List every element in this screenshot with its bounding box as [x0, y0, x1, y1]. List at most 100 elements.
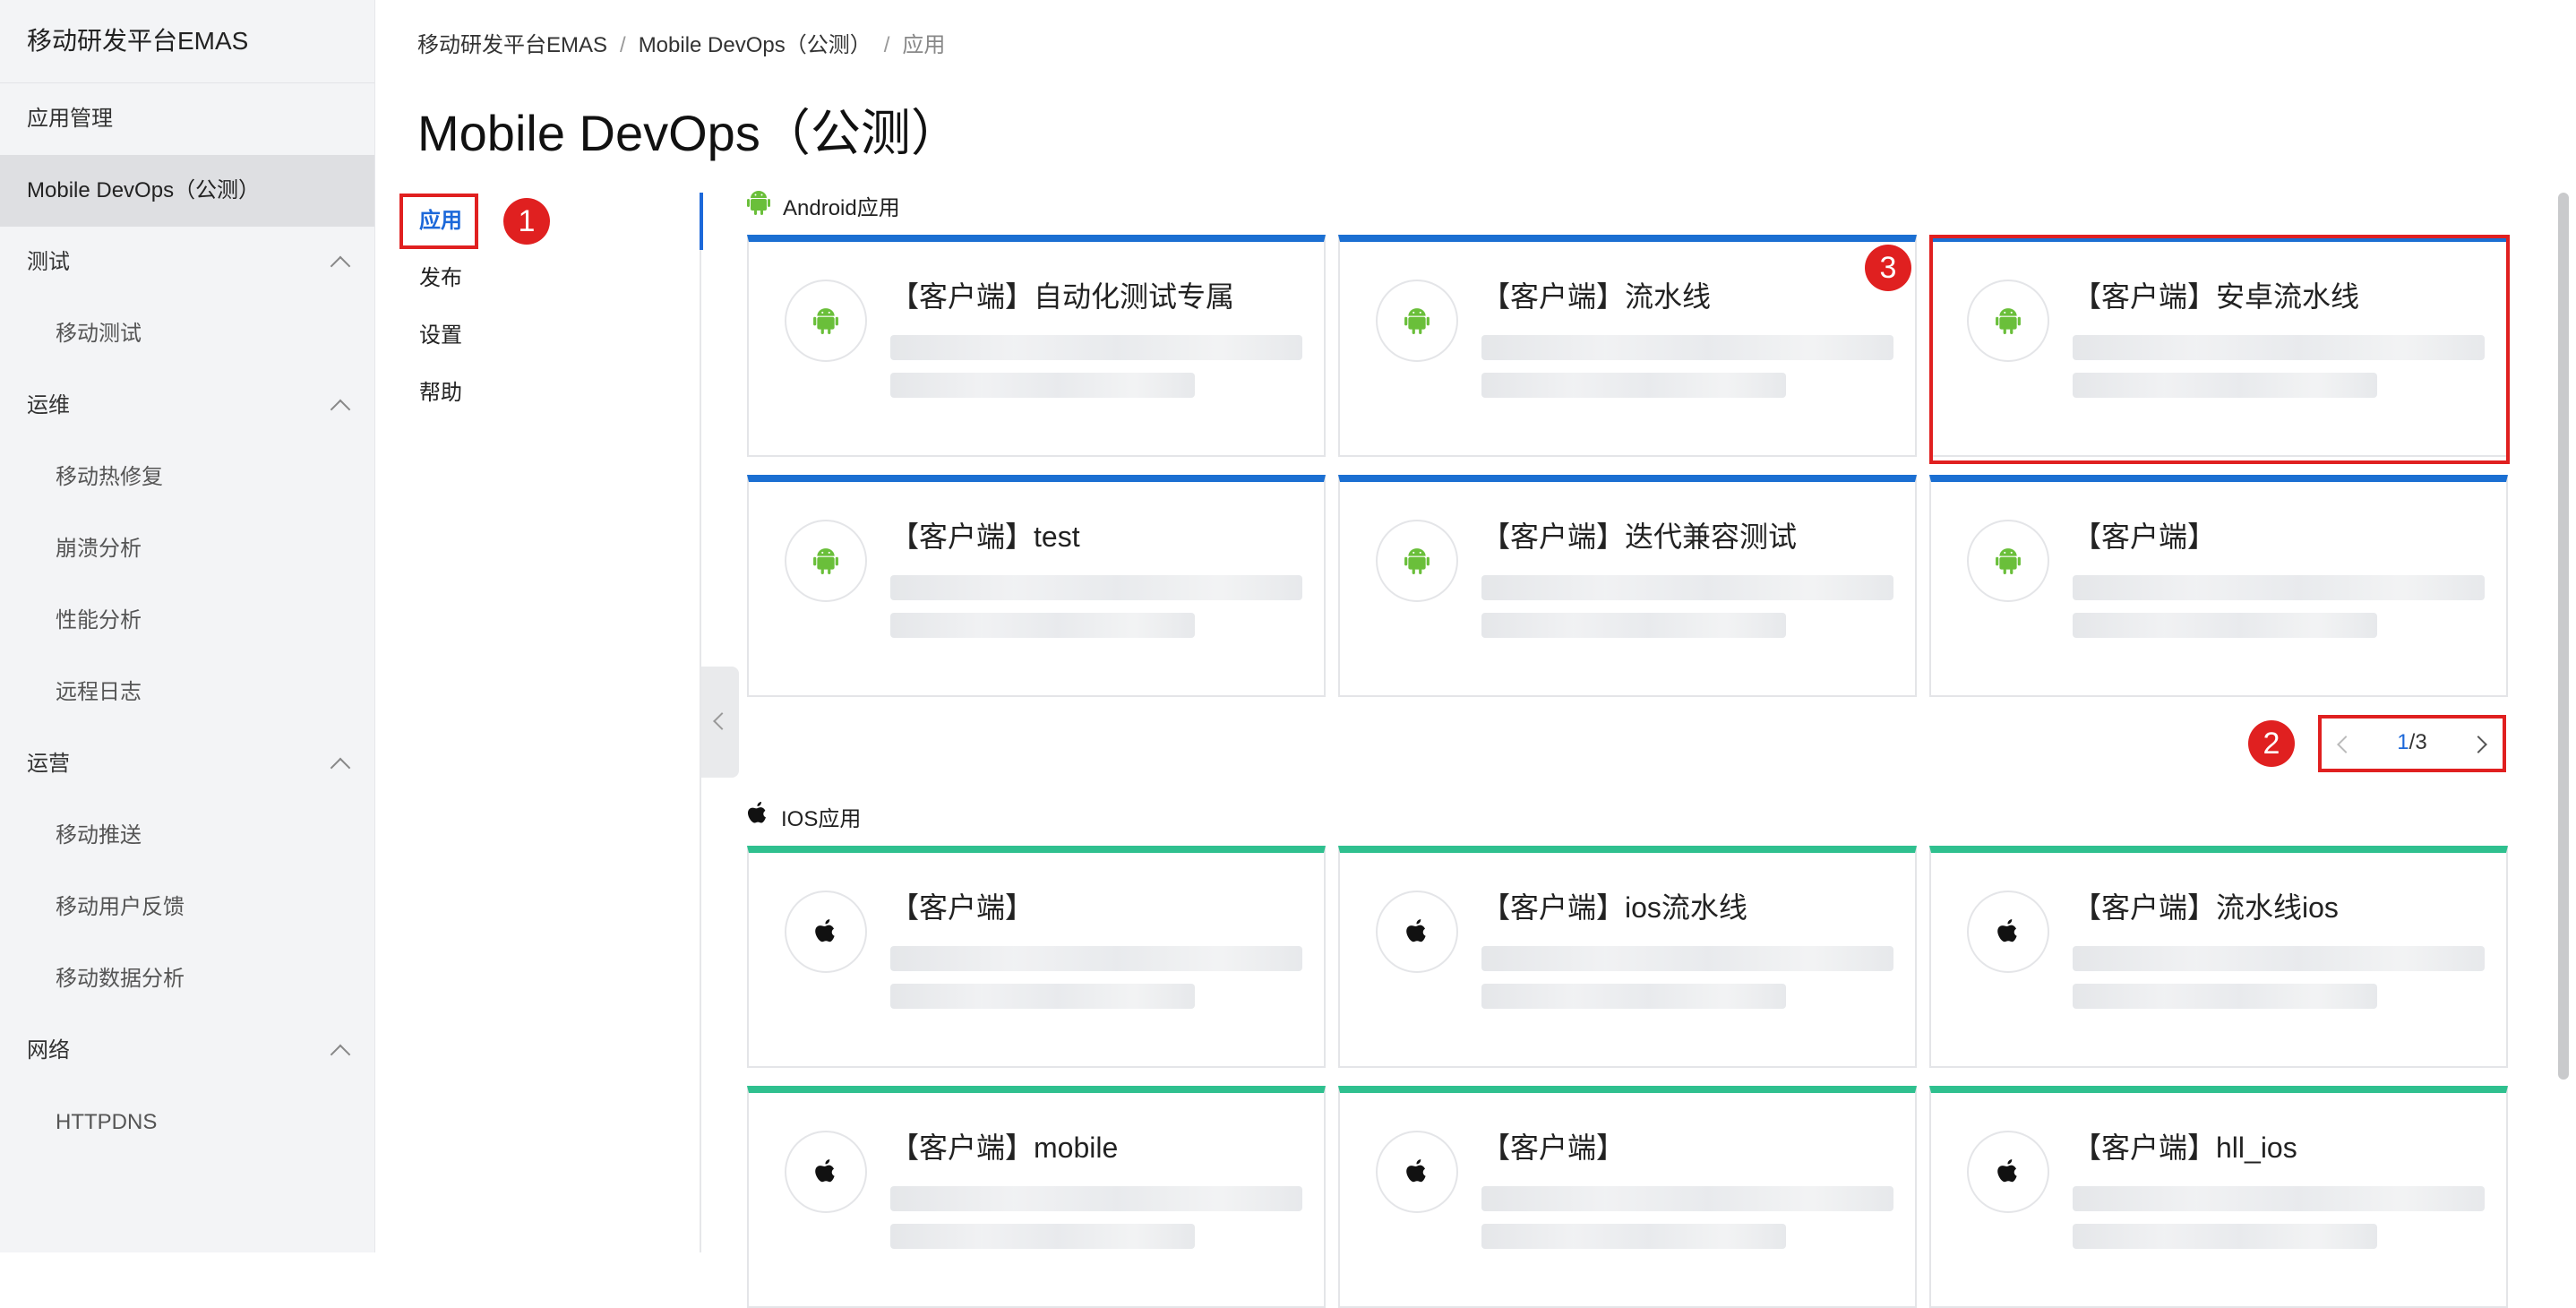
- sidebar-item-label: 远程日志: [56, 680, 142, 704]
- ios-app-card[interactable]: 【客户端】: [747, 846, 1326, 1068]
- sidebar-item-label: 移动用户反馈: [56, 895, 185, 919]
- sidebar-item-httpdns[interactable]: HTTPDNS: [0, 1087, 374, 1158]
- sidebar-item-label: 移动热修复: [56, 465, 163, 489]
- subnav-item-settings[interactable]: 设置: [419, 323, 462, 348]
- apple-icon: [747, 801, 769, 832]
- android-icon: [1967, 520, 2049, 602]
- app-card-description-obscured: [1481, 1186, 1893, 1211]
- subnav-active-indicator: [700, 193, 703, 250]
- ios-app-card[interactable]: 【客户端】hll_ios: [1929, 1086, 2508, 1308]
- android-app-card[interactable]: 【客户端】流水线: [1338, 235, 1917, 457]
- app-card-description-obscured: [2073, 335, 2485, 360]
- sidebar-group-network[interactable]: 网络: [0, 1015, 374, 1087]
- ios-section-title: IOS应用: [781, 807, 862, 831]
- annotation-box-1: [399, 194, 478, 249]
- app-card-title: 【客户端】ios流水线: [1481, 891, 1747, 924]
- breadcrumb: 移动研发平台EMAS/Mobile DevOps（公测）/应用: [417, 27, 945, 58]
- app-card-description-obscured: [1481, 946, 1893, 971]
- app-card-description-obscured: [890, 575, 1302, 600]
- annotation-box-3: [1929, 235, 2510, 464]
- sidebar-item-mobile-devops[interactable]: Mobile DevOps（公测）: [0, 155, 374, 227]
- breadcrumb-section[interactable]: Mobile DevOps（公测）: [638, 33, 872, 57]
- ios-app-card[interactable]: 【客户端】mobile: [747, 1086, 1326, 1308]
- apple-icon: [1376, 1131, 1458, 1213]
- app-card-description-obscured: [890, 373, 1195, 398]
- ios-app-card[interactable]: 【客户端】流水线ios: [1929, 846, 2508, 1068]
- sidebar: 移动研发平台EMAS 应用管理 Mobile DevOps（公测） 测试 移动测…: [0, 0, 375, 1252]
- sidebar-item-crash-analysis[interactable]: 崩溃分析: [0, 513, 374, 585]
- page-title: Mobile DevOps（公测）: [417, 105, 961, 161]
- sidebar-group-label: 运维: [27, 393, 70, 417]
- android-app-card[interactable]: 【客户端】迭代兼容测试: [1338, 475, 1917, 697]
- app-card-description-obscured: [890, 1224, 1195, 1249]
- sidebar-group-test[interactable]: 测试: [0, 227, 374, 298]
- app-card-description-obscured: [1481, 335, 1893, 360]
- sidebar-group-label: 运营: [27, 752, 70, 776]
- app-card-description-obscured: [1481, 1224, 1786, 1249]
- sidebar-item-mobile-test[interactable]: 移动测试: [0, 298, 374, 370]
- sidebar-item-hotfix[interactable]: 移动热修复: [0, 442, 374, 513]
- android-app-card[interactable]: 【客户端】test: [747, 475, 1326, 697]
- app-card-description-obscured: [2073, 1224, 2377, 1249]
- breadcrumb-root[interactable]: 移动研发平台EMAS: [417, 33, 608, 57]
- sidebar-item-label: 移动数据分析: [56, 967, 185, 991]
- breadcrumb-current: 应用: [902, 33, 946, 57]
- app-card-title: 【客户端】自动化测试专属: [890, 280, 1235, 313]
- app-card-description-obscured: [1481, 575, 1893, 600]
- app-card-title: 【客户端】hll_ios: [2073, 1132, 2297, 1164]
- sidebar-item-data-analysis[interactable]: 移动数据分析: [0, 943, 374, 1015]
- ios-app-card[interactable]: 【客户端】: [1338, 1086, 1917, 1308]
- sidebar-group-operations[interactable]: 运营: [0, 728, 374, 800]
- app-card-title: 【客户端】迭代兼容测试: [1481, 521, 1798, 553]
- subnav-item-release[interactable]: 发布: [419, 266, 462, 290]
- vertical-scrollbar[interactable]: [2558, 193, 2569, 1080]
- annotation-badge-2: 2: [2248, 720, 2295, 767]
- subnav-divider: [700, 193, 701, 1252]
- sidebar-title: 移动研发平台EMAS: [0, 0, 374, 83]
- current-page: 1: [2397, 730, 2409, 754]
- sidebar-item-remote-log[interactable]: 远程日志: [0, 657, 374, 728]
- app-card-description-obscured: [2073, 613, 2377, 638]
- android-app-card[interactable]: 【客户端】: [1929, 475, 2508, 697]
- apple-icon: [1967, 891, 2049, 973]
- annotation-badge-3: 3: [1865, 245, 1911, 291]
- sidebar-group-label: 测试: [27, 250, 70, 274]
- sidebar-item-performance-analysis[interactable]: 性能分析: [0, 585, 374, 657]
- chevron-up-icon: [331, 254, 346, 268]
- sidebar-item-label: 移动推送: [56, 823, 142, 848]
- app-card-title: 【客户端】: [1481, 1132, 1626, 1164]
- sidebar-item-label: 应用管理: [27, 107, 113, 131]
- android-icon: [1967, 280, 2049, 362]
- apple-icon: [1967, 1131, 2049, 1213]
- android-icon: [1376, 520, 1458, 602]
- android-icon: [1376, 280, 1458, 362]
- collapse-subnav-button[interactable]: [701, 667, 739, 778]
- sidebar-group-label: 网络: [27, 1038, 70, 1063]
- sidebar-item-label: 崩溃分析: [56, 537, 142, 561]
- sidebar-item-label: 性能分析: [56, 608, 142, 632]
- sidebar-item-feedback[interactable]: 移动用户反馈: [0, 872, 374, 943]
- app-card-description-obscured: [890, 946, 1302, 971]
- app-card-description-obscured: [890, 613, 1195, 638]
- subnav-item-help[interactable]: 帮助: [419, 381, 462, 405]
- annotation-box-2: [2318, 715, 2506, 772]
- android-icon: [785, 520, 867, 602]
- android-icon: [785, 280, 867, 362]
- chevron-up-icon: [331, 755, 346, 770]
- app-card-description-obscured: [1481, 373, 1786, 398]
- apple-icon: [1376, 891, 1458, 973]
- app-card-title: 【客户端】test: [890, 521, 1080, 553]
- subnav-item-apps[interactable]: 应用: [419, 209, 462, 233]
- sidebar-group-ops[interactable]: 运维: [0, 370, 374, 442]
- sidebar-item-push[interactable]: 移动推送: [0, 800, 374, 872]
- android-app-card[interactable]: 【客户端】自动化测试专属: [747, 235, 1326, 457]
- app-card-title: 【客户端】流水线ios: [2073, 891, 2339, 924]
- android-app-card[interactable]: 【客户端】安卓流水线: [1929, 235, 2508, 457]
- app-card-description-obscured: [890, 335, 1302, 360]
- annotation-badge-1: 1: [503, 198, 550, 245]
- ios-app-card[interactable]: 【客户端】ios流水线: [1338, 846, 1917, 1068]
- chevron-up-icon: [331, 397, 346, 411]
- app-card-description-obscured: [2073, 946, 2485, 971]
- ios-section-heading: IOS应用: [747, 801, 861, 832]
- sidebar-item-app-management[interactable]: 应用管理: [0, 83, 374, 155]
